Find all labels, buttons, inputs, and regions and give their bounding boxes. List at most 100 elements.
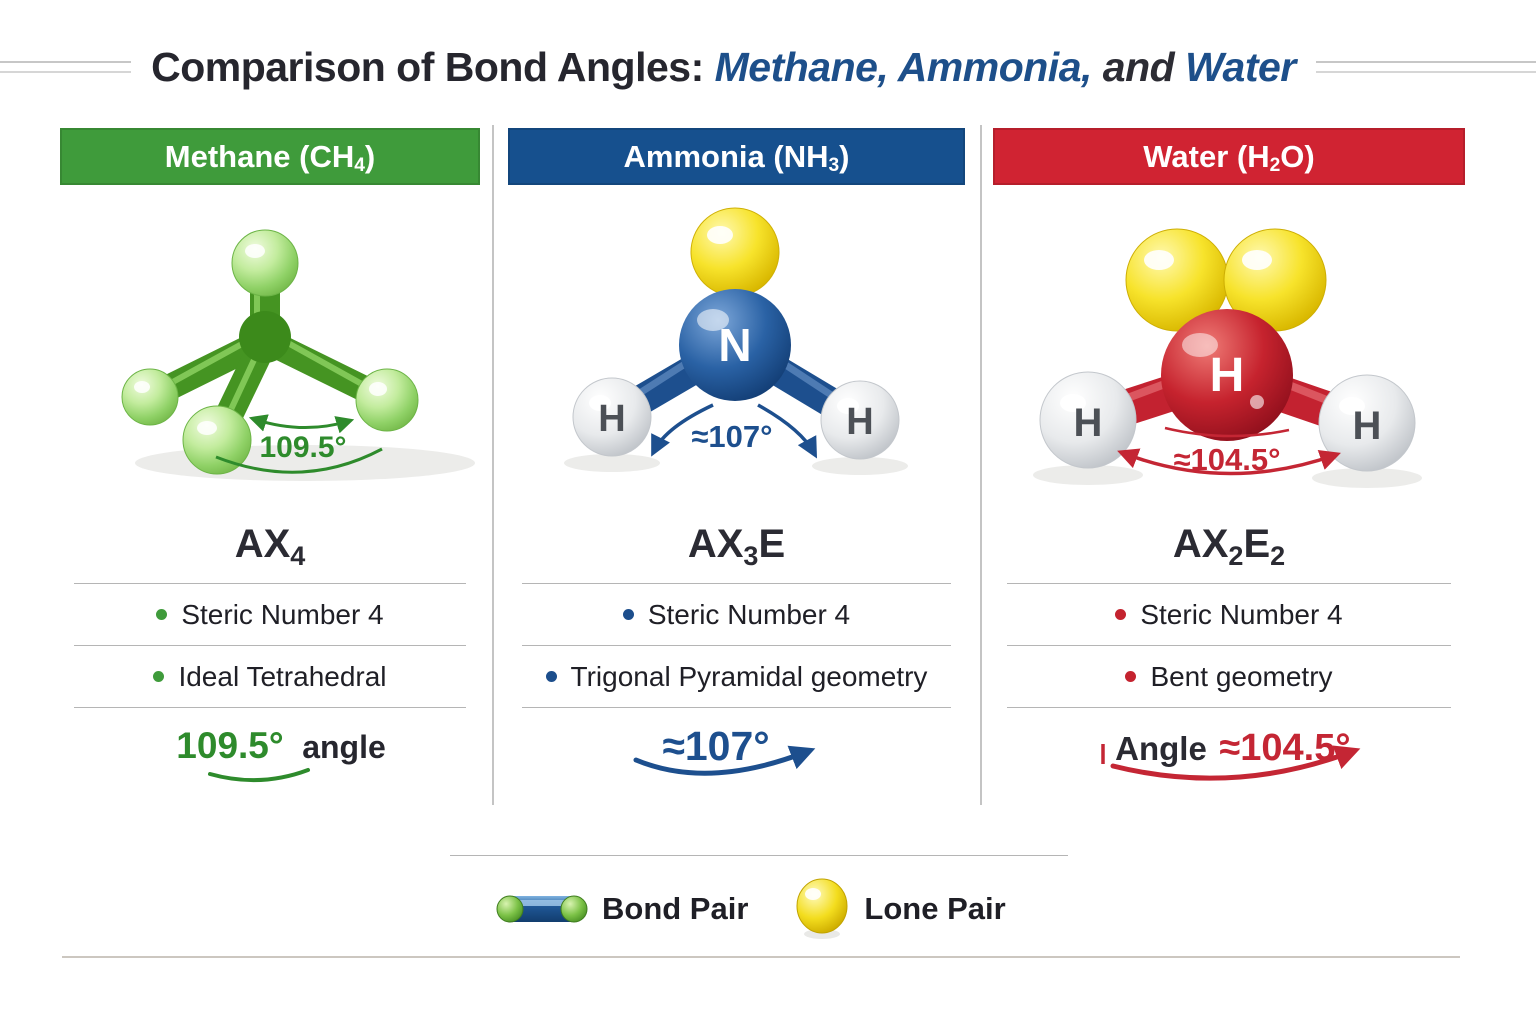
methane-bullet-steric: Steric Number 4 xyxy=(60,584,480,645)
legend-separator xyxy=(450,855,1068,856)
water-header-post: O) xyxy=(1280,138,1315,174)
bullet-text: Trigonal Pyramidal geometry xyxy=(570,660,928,692)
methane-angle-summary-graphic: 109.5° angle xyxy=(176,725,386,783)
ammonia-angle-summary: ≈107° xyxy=(508,708,965,791)
legend: Bond Pair Lone Pair xyxy=(450,868,1068,950)
ammonia-formula-mid: E xyxy=(758,521,786,566)
water-center-label: H xyxy=(1210,349,1245,402)
title-part-and: and xyxy=(1091,43,1186,90)
water-bullet-geometry: Bent geometry xyxy=(993,646,1465,707)
bullet-dot xyxy=(1115,609,1127,620)
bullet-text: Steric Number 4 xyxy=(1140,598,1343,630)
bottom-rule xyxy=(62,956,1460,958)
divider xyxy=(74,645,466,646)
water-angle-summary: Angle ≈104.5° xyxy=(993,708,1465,791)
title-part-water: Water xyxy=(1185,43,1296,90)
water-hydrogen-label: H xyxy=(1353,404,1382,448)
methane-formula-sub1: 4 xyxy=(290,540,306,571)
water-shadows xyxy=(1033,465,1422,488)
ammonia-header-post: ) xyxy=(839,138,850,174)
bullet-text: Steric Number 4 xyxy=(181,598,384,630)
water-formula-pre: AX xyxy=(1172,521,1229,566)
methane-summary-angle-value: 109.5° xyxy=(176,725,283,766)
bond-pair-label: Bond Pair xyxy=(602,891,749,926)
bullet-dot xyxy=(1125,671,1137,682)
divider xyxy=(1007,583,1451,584)
methane-molecule-illustration: 109.5° xyxy=(121,229,475,481)
water-formula-sub2: 2 xyxy=(1270,540,1286,571)
ammonia-angle-annotation: ≈107° xyxy=(651,403,818,459)
ammonia-hydrogen-label: H xyxy=(598,398,625,440)
water-hydrogen-label: H xyxy=(1074,401,1103,445)
page-title: Comparison of Bond Angles: Methane, Ammo… xyxy=(151,44,1296,91)
ammonia-nitrogen-label: N xyxy=(718,319,751,371)
column-divider-2 xyxy=(980,125,982,805)
divider xyxy=(1007,645,1451,646)
ammonia-bullet-geometry: Trigonal Pyramidal geometry xyxy=(508,646,965,707)
ammonia-header-sub: 3 xyxy=(828,154,840,176)
column-divider-1 xyxy=(492,125,494,805)
ammonia-nitrogen-sphere: N xyxy=(679,289,791,401)
water-oxygen-sphere: H xyxy=(1161,309,1293,441)
ammonia-formula-sub1: 3 xyxy=(743,540,759,571)
ammonia-molecule-box: N H H ≈107° xyxy=(508,185,965,505)
divider xyxy=(74,707,466,708)
ammonia-summary-angle-value: ≈107° xyxy=(662,723,769,769)
methane-header-label: Methane (CH xyxy=(164,138,355,174)
bullet-text: Bent geometry xyxy=(1150,660,1333,692)
water-lone-pair-spheres xyxy=(1125,228,1327,332)
methane-angle-value: 109.5° xyxy=(259,431,346,464)
title-row: Comparison of Bond Angles: Methane, Ammo… xyxy=(0,42,1536,92)
legend-item-bond-pair: Bond Pair xyxy=(496,891,748,927)
methane-angle-annotation: 109.5° xyxy=(215,414,383,474)
water-formula-sub1: 2 xyxy=(1228,540,1244,571)
bullet-text: Ideal Tetrahedral xyxy=(178,660,387,692)
methane-angle-summary: 109.5° angle xyxy=(60,708,480,791)
water-summary-angle-value: ≈104.5° xyxy=(1219,727,1350,769)
divider xyxy=(522,583,951,584)
methane-formula-pre: AX xyxy=(234,521,291,566)
methane-header-sub: 4 xyxy=(354,154,365,176)
divider xyxy=(522,707,951,708)
ammonia-formula-pre: AX xyxy=(687,521,744,566)
ammonia-header-label: Ammonia (NH xyxy=(623,138,829,174)
title-rule-left xyxy=(0,61,132,73)
methane-summary-angle-suffix: angle xyxy=(302,729,386,765)
bullet-text: Steric Number 4 xyxy=(647,598,851,630)
water-header-label: Water (H xyxy=(1143,138,1270,174)
water-angle-annotation: ≈104.5° xyxy=(1117,426,1341,477)
ammonia-hydrogen-spheres: H H xyxy=(572,377,900,460)
ammonia-angle-value: ≈107° xyxy=(691,419,772,454)
water-formula-mid: E xyxy=(1243,521,1271,566)
ammonia-molecule-illustration: N H H ≈107° xyxy=(564,207,908,475)
lone-pair-label: Lone Pair xyxy=(864,891,1006,926)
divider xyxy=(74,583,466,584)
ammonia-shadows xyxy=(564,454,908,475)
water-bullet-steric: Steric Number 4 xyxy=(993,584,1465,645)
legend-item-lone-pair: Lone Pair xyxy=(794,878,1006,940)
divider xyxy=(1007,707,1451,708)
ammonia-angle-summary-graphic: ≈107° xyxy=(633,723,816,776)
water-molecule-illustration: H H H ≈104.5° xyxy=(1033,228,1422,488)
title-rule-right xyxy=(1315,61,1536,73)
divider xyxy=(522,645,951,646)
methane-carbon-atom xyxy=(239,311,291,363)
title-part-main: Comparison of Bond Angles: xyxy=(151,43,715,90)
water-angle-summary-graphic: Angle ≈104.5° xyxy=(1101,727,1361,781)
methane-bullet-geometry: Ideal Tetrahedral xyxy=(60,646,480,707)
ammonia-bullet-steric: Steric Number 4 xyxy=(508,584,965,645)
water-summary-angle-prefix: Angle xyxy=(1115,730,1207,767)
bond-pair-icon xyxy=(496,895,588,923)
methane-hydrogen-spheres xyxy=(121,229,419,475)
lone-pair-icon xyxy=(796,878,848,939)
ammonia-lone-pair-sphere xyxy=(690,207,780,297)
bullet-dot xyxy=(156,609,168,620)
